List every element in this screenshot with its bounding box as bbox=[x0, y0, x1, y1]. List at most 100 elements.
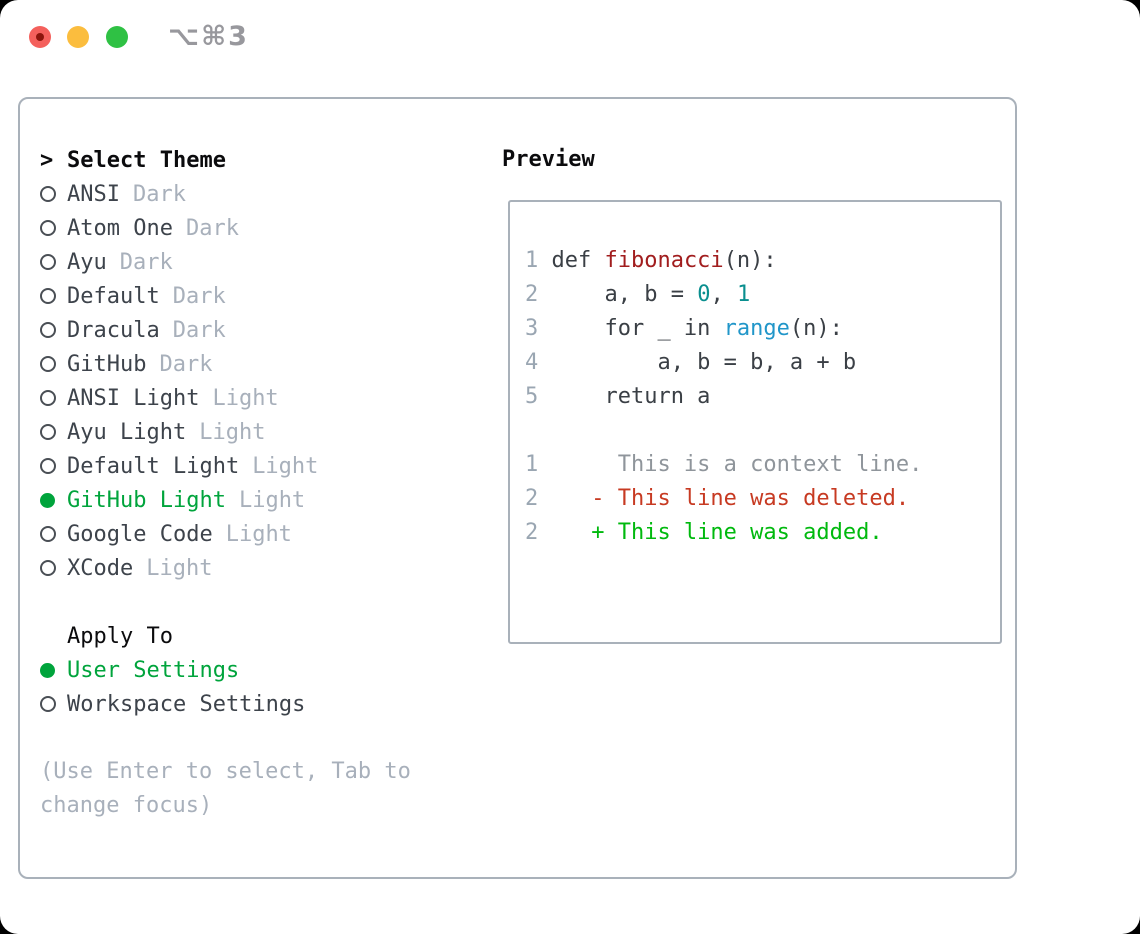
preview-title: Preview bbox=[502, 147, 595, 172]
line-number: 1 bbox=[525, 248, 539, 273]
theme-variant-label: Dark bbox=[159, 351, 213, 377]
radio-selected-icon bbox=[40, 662, 67, 678]
code-token-plain: (n): bbox=[789, 316, 843, 341]
cursor-prefix: > bbox=[40, 147, 54, 173]
radio-icon bbox=[40, 254, 56, 270]
apply-to-title-row: Apply To bbox=[40, 619, 436, 653]
apply-option-label: Workspace Settings bbox=[67, 691, 306, 717]
code-token-deleted: - This line was deleted. bbox=[551, 486, 910, 511]
code-token-plain: a, b = b, a + b bbox=[551, 350, 857, 375]
code-token-plain: def bbox=[551, 248, 605, 273]
radio-icon bbox=[40, 526, 56, 542]
code-line: 3 for _ in range(n): bbox=[525, 312, 1000, 346]
radio-icon bbox=[40, 458, 56, 474]
theme-option-label: Google Code bbox=[67, 521, 213, 547]
code-line: 1 def fibonacci(n): bbox=[525, 244, 1000, 278]
spacer bbox=[40, 721, 436, 755]
code-token-plain: (n): bbox=[723, 248, 777, 273]
radio-icon bbox=[40, 356, 67, 372]
theme-option-label: GitHub bbox=[67, 351, 147, 377]
theme-option-ayu-light[interactable]: Ayu Light Light bbox=[40, 415, 436, 449]
theme-variant-label: Dark bbox=[119, 249, 173, 275]
radio-icon bbox=[40, 322, 56, 338]
code-token-num: 1 bbox=[736, 282, 751, 307]
radio-icon bbox=[40, 356, 56, 372]
radio-icon bbox=[40, 390, 56, 406]
code-token-plain: return a bbox=[551, 384, 711, 409]
code-line: 5 return a bbox=[525, 380, 1000, 414]
radio-icon bbox=[40, 288, 67, 304]
minimize-icon[interactable] bbox=[67, 26, 89, 48]
zoom-icon[interactable] bbox=[106, 26, 128, 48]
theme-variant-label: Light bbox=[199, 419, 266, 445]
theme-option-label: ANSI Light bbox=[67, 385, 200, 411]
theme-option-github[interactable]: GitHub Dark bbox=[40, 347, 436, 381]
radio-selected-icon bbox=[40, 492, 67, 508]
theme-option-label: Ayu Light bbox=[67, 419, 187, 445]
radio-icon bbox=[40, 560, 56, 576]
line-number: 4 bbox=[525, 350, 539, 375]
radio-icon bbox=[40, 254, 67, 270]
apply-option-workspace-settings[interactable]: Workspace Settings bbox=[40, 687, 436, 721]
theme-option-label: Default bbox=[67, 283, 160, 309]
keyboard-hint: (Use Enter to select, Tab to change focu… bbox=[40, 759, 411, 818]
radio-selected-icon bbox=[40, 662, 55, 678]
theme-variant-label: Light bbox=[146, 555, 213, 581]
code-token-plain: a, b = bbox=[551, 282, 698, 307]
radio-icon bbox=[40, 220, 67, 236]
theme-option-ayu[interactable]: Ayu Dark bbox=[40, 245, 436, 279]
theme-option-default[interactable]: Default Dark bbox=[40, 279, 436, 313]
radio-icon bbox=[40, 186, 56, 202]
code-token-fn: fibonacci bbox=[604, 248, 724, 273]
radio-selected-icon bbox=[40, 492, 55, 508]
code-token-context: This is a context line. bbox=[551, 452, 923, 477]
code-line: 2 + This line was added. bbox=[525, 516, 1000, 550]
theme-option-label: Atom One bbox=[67, 215, 173, 241]
code-token-added: + This line was added. bbox=[551, 520, 883, 545]
theme-option-atom-one[interactable]: Atom One Dark bbox=[40, 211, 436, 245]
theme-option-label: XCode bbox=[67, 555, 134, 581]
radio-icon bbox=[40, 458, 67, 474]
theme-variant-label: Light bbox=[252, 453, 319, 479]
code-token-builtin: range bbox=[723, 316, 790, 341]
code-line: 1 This is a context line. bbox=[525, 448, 1000, 482]
code-token-plain: , bbox=[710, 282, 737, 307]
theme-option-xcode[interactable]: XCode Light bbox=[40, 551, 436, 585]
radio-icon bbox=[40, 424, 67, 440]
theme-variant-label: Light bbox=[212, 385, 279, 411]
apply-option-label: User Settings bbox=[67, 657, 240, 683]
code-token-plain: for _ in bbox=[551, 316, 724, 341]
code-line: 2 - This line was deleted. bbox=[525, 482, 1000, 516]
select-theme-title-row: > Select Theme bbox=[40, 143, 436, 177]
radio-icon bbox=[40, 390, 67, 406]
theme-option-label: GitHub Light bbox=[67, 487, 226, 513]
line-number: 3 bbox=[525, 316, 539, 341]
theme-variant-label: Dark bbox=[185, 215, 239, 241]
theme-option-ansi-light[interactable]: ANSI Light Light bbox=[40, 381, 436, 415]
radio-icon bbox=[40, 322, 67, 338]
line-number: 2 bbox=[525, 486, 539, 511]
line-number: 2 bbox=[525, 282, 539, 307]
theme-variant-label: Dark bbox=[132, 181, 186, 207]
code-line: 2 a, b = 0, 1 bbox=[525, 278, 1000, 312]
line-number: 1 bbox=[525, 452, 539, 477]
window-shortcut-label: ⌥⌘3 bbox=[168, 21, 249, 52]
apply-option-user-settings[interactable]: User Settings bbox=[40, 653, 436, 687]
theme-option-label: Ayu bbox=[67, 249, 107, 275]
close-icon[interactable] bbox=[29, 26, 51, 48]
radio-icon bbox=[40, 424, 56, 440]
radio-icon bbox=[40, 220, 56, 236]
radio-icon bbox=[40, 186, 67, 202]
code-line: 4 a, b = b, a + b bbox=[525, 346, 1000, 380]
theme-variant-label: Dark bbox=[172, 283, 226, 309]
